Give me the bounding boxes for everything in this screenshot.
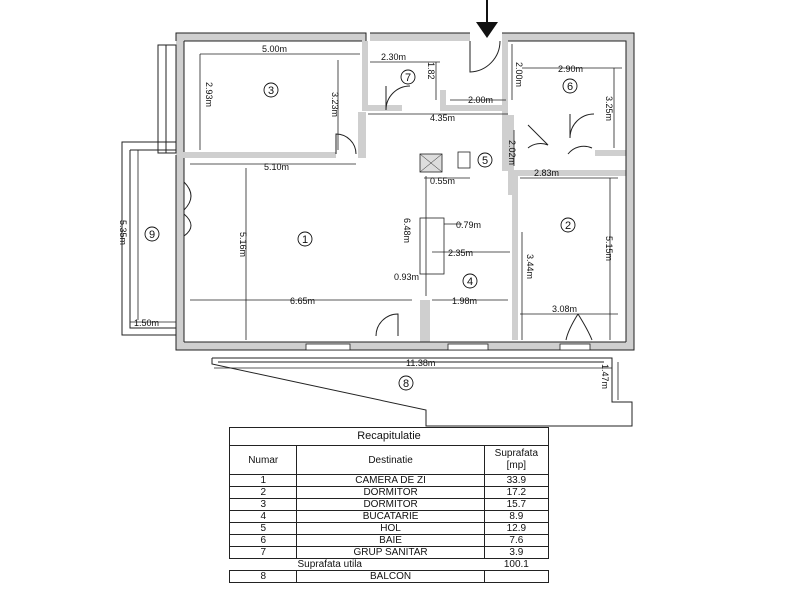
svg-text:4: 4: [467, 276, 473, 288]
room-marker-2: 2: [560, 217, 576, 233]
header-destinatie: Destinatie: [296, 445, 485, 475]
dim-1-82: 1.82: [426, 62, 436, 80]
row-area: 17.2: [483, 486, 550, 499]
svg-text:5: 5: [482, 155, 488, 167]
row-dest: DORMITOR: [296, 486, 485, 499]
room-marker-5: 5: [477, 152, 493, 168]
room-markers: 3 7 6 5 2 1 9 4: [144, 69, 578, 391]
util-value: 100.1: [484, 558, 549, 571]
dim-5-00: 5.00m: [262, 44, 287, 54]
room-marker-8: 8: [398, 375, 414, 391]
dim-4-35: 4.35m: [430, 113, 455, 123]
room-marker-9: 9: [144, 226, 160, 242]
dim-11-38: 11.38m: [406, 358, 435, 368]
dim-2-30: 2.30m: [381, 52, 406, 62]
entrance-arrow-icon: [476, 0, 498, 38]
row-num: 6: [228, 534, 298, 547]
row-area: 33.9: [483, 474, 550, 487]
row-num: 8: [228, 570, 298, 583]
svg-text:9: 9: [149, 229, 155, 241]
dim-5-15: 5.15m: [604, 236, 614, 261]
dim-5-16: 5.16m: [238, 232, 248, 257]
row-num: 3: [228, 498, 298, 511]
svg-text:6: 6: [567, 81, 573, 93]
row-area: [483, 570, 550, 583]
header-suprafata: Suprafata [mp]: [483, 445, 550, 475]
walls: [176, 33, 634, 350]
room-marker-6: 6: [562, 78, 578, 94]
row-area: 3.9: [483, 546, 550, 559]
row-area: 8.9: [483, 510, 550, 523]
row-dest: BUCATARIE: [296, 510, 485, 523]
dimension-lines: [130, 44, 622, 400]
room-marker-7: 7: [400, 69, 416, 85]
room-marker-1: 1: [297, 231, 313, 247]
dim-1-47: 1.47m: [600, 364, 610, 389]
dim-2-02: 2.02m: [507, 140, 517, 165]
row-dest: HOL: [296, 522, 485, 535]
dim-1-50: 1.50m: [134, 318, 159, 328]
svg-text:1: 1: [302, 234, 308, 246]
dim-0-93: 0.93m: [394, 272, 419, 282]
row-dest: GRUP SANITAR: [296, 546, 485, 559]
dim-2-00-h: 2.00m: [468, 95, 493, 105]
dim-0-79: 0.79m: [456, 220, 481, 230]
util-row: Suprafata utila 100.1: [229, 558, 549, 571]
dim-2-35: 2.35m: [448, 248, 473, 258]
table-title: Recapitulatie: [229, 427, 549, 446]
row-num: 7: [228, 546, 298, 559]
row-area: 12.9: [483, 522, 550, 535]
dim-2-00-v: 2.00m: [514, 62, 524, 87]
dim-0-55: 0.55m: [430, 176, 455, 186]
util-label: Suprafata utila: [229, 558, 485, 571]
balcony-8: [211, 357, 633, 427]
row-num: 2: [228, 486, 298, 499]
row-dest: CAMERA DE ZI: [296, 474, 485, 487]
dim-3-08: 3.08m: [552, 304, 577, 314]
row-area: 7.6: [483, 534, 550, 547]
dimension-labels: 5.00m 2.30m 2.90m 2.93m 3.23m 1.82 2.00m…: [118, 44, 614, 389]
dim-6-65: 6.65m: [290, 296, 315, 306]
hol-fixtures: [419, 151, 471, 275]
row-num: 1: [228, 474, 298, 487]
recapitulation-table: Recapitulatie Numar Destinatie Suprafata…: [228, 427, 550, 583]
room-marker-3: 3: [263, 82, 279, 98]
dim-3-25: 3.25m: [604, 96, 614, 121]
row-num: 4: [228, 510, 298, 523]
svg-text:2: 2: [565, 220, 571, 232]
svg-text:3: 3: [268, 85, 274, 97]
row-dest: BAIE: [296, 534, 485, 547]
door-swings: [183, 40, 595, 341]
dim-3-44: 3.44m: [525, 254, 535, 279]
row-num: 5: [228, 522, 298, 535]
wall-outlines: [121, 32, 635, 351]
header-numar: Numar: [228, 445, 298, 475]
svg-text:7: 7: [405, 72, 411, 84]
dim-3-23: 3.23m: [330, 92, 340, 117]
dim-5-35: 5.35m: [118, 220, 128, 245]
row-area: 15.7: [483, 498, 550, 511]
dim-2-83: 2.83m: [534, 168, 559, 178]
row-dest: DORMITOR: [296, 498, 485, 511]
dim-5-10: 5.10m: [264, 162, 289, 172]
svg-text:8: 8: [403, 378, 409, 390]
room-marker-4: 4: [462, 273, 478, 289]
dim-2-90: 2.90m: [558, 64, 583, 74]
dim-2-93: 2.93m: [204, 82, 214, 107]
dim-1-98: 1.98m: [452, 296, 477, 306]
row-dest: BALCON: [296, 570, 485, 583]
dim-6-48: 6.48m: [402, 218, 412, 243]
